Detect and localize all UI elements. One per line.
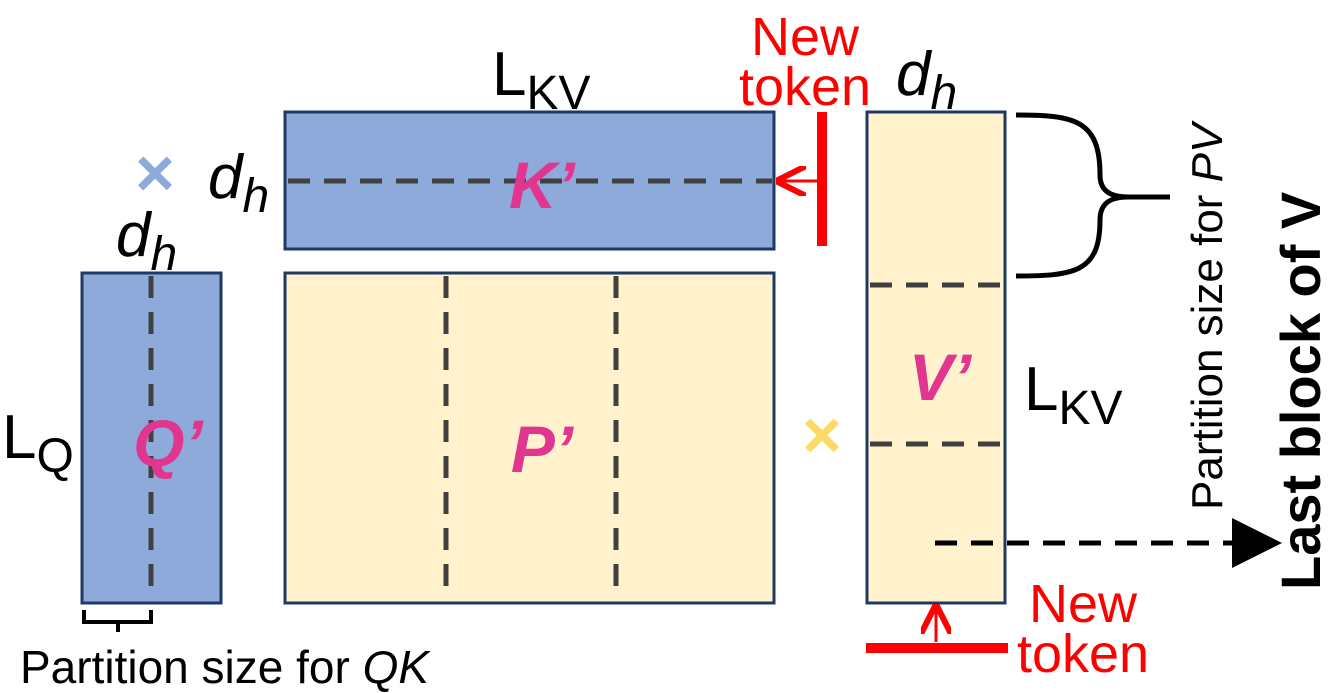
qk-partition-bracket: [82, 610, 153, 632]
l-q-label: LQ: [2, 403, 74, 483]
qk-partition-label: Partition size for QK: [20, 641, 431, 693]
times-operator-yellow: ×: [802, 397, 842, 473]
v-dh-label: dh: [896, 40, 957, 120]
pv-partition-label: Partition size for PV: [1183, 120, 1232, 510]
v-matrix-label: V’: [909, 340, 973, 414]
v-lkv-label: LKV: [1024, 355, 1123, 435]
p-matrix-label: P’: [511, 412, 575, 486]
pv-partition-brace: [1015, 112, 1170, 279]
k-lkv-label: LKV: [492, 40, 591, 120]
last-block-label: Last block of V: [1269, 192, 1329, 590]
k-matrix: K’: [283, 110, 776, 251]
p-matrix-box: [283, 271, 776, 605]
k-dh-label: dh: [208, 143, 269, 223]
q-matrix: Q’: [80, 271, 223, 605]
v-matrix: V’: [865, 110, 1007, 605]
k-matrix-label: K’: [509, 148, 577, 222]
q-matrix-label: Q’: [133, 406, 204, 480]
p-matrix: P’: [283, 271, 776, 605]
v-matrix-box: [865, 110, 1007, 605]
times-operator-blue: ×: [135, 135, 175, 211]
q-dh-label: dh: [116, 201, 177, 281]
